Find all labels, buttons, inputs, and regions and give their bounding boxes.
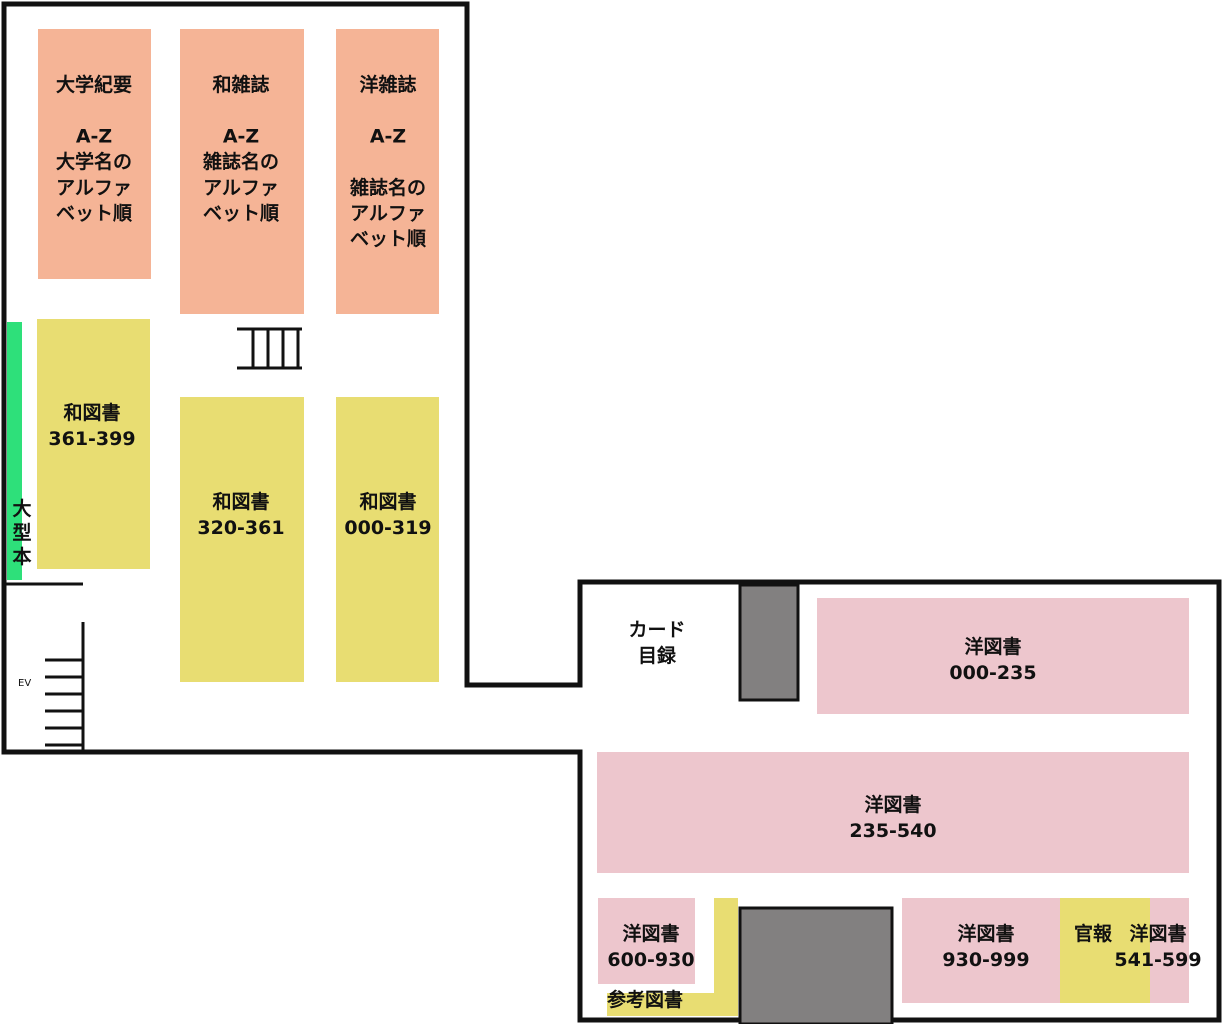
label-line: 洋図書 [622, 922, 679, 945]
gray-block-center [738, 906, 894, 1024]
label-jp-book-320-361: 和図書 320-361 [197, 490, 284, 539]
label-wb-600-930: 洋図書 600-930 [607, 922, 694, 971]
label-line: 930-999 [942, 949, 1029, 971]
label-line: 361-399 [48, 428, 135, 450]
label-line: ベット順 [203, 203, 280, 225]
label-line: 和図書 [359, 490, 416, 513]
label-line: ベット順 [350, 228, 427, 250]
label-line: 型 [12, 521, 31, 544]
label-line: 541-599 [1114, 949, 1201, 971]
shelf-reference [607, 898, 738, 1016]
label-wb-000-235: 洋図書 000-235 [949, 635, 1036, 684]
shelf-foreign-journal [336, 29, 439, 314]
label-line: カード [628, 619, 685, 641]
label-line: 洋図書 [964, 635, 1021, 658]
label-line: 洋図書 [864, 793, 921, 816]
shelf-wb-000-235 [817, 598, 1189, 714]
card-catalog-cabinet [738, 583, 800, 702]
label-ev: EV [18, 678, 31, 689]
label-univ-bulletin: 大学紀要 A-Z 大学名のアルファベット順 [56, 73, 133, 225]
label-line: 600-930 [607, 949, 694, 971]
shelf-wb-600-930 [598, 898, 695, 984]
label-line: アルファ [56, 177, 132, 199]
label-line: 和図書 [212, 490, 269, 513]
shelf-jp-book-361-399 [37, 319, 150, 569]
label-card-catalog: カード目録 [628, 619, 685, 667]
shelf-wb-235-540 [597, 752, 1189, 873]
label-line: 洋図書 [957, 922, 1014, 945]
label-line: 大 [12, 497, 31, 520]
shelf-oversize [7, 322, 22, 580]
label-line: 大学名の [56, 150, 132, 173]
label-line: アルファ [203, 177, 279, 199]
label-line: 000-235 [949, 662, 1036, 684]
label-line: 雑誌名の [202, 150, 279, 173]
stairs-icon [237, 327, 302, 370]
label-gazette: 官報 [1074, 922, 1113, 945]
label-jp-book-361-399: 和図書 361-399 [48, 401, 135, 450]
label-line: 320-361 [197, 517, 284, 539]
label-line: 本 [12, 545, 31, 568]
label-line: A-Z [370, 125, 406, 147]
label-line: 和図書 [63, 401, 120, 424]
label-line: アルファ [350, 203, 426, 225]
staircase-icon [45, 622, 85, 752]
shelf-gazette [1060, 898, 1150, 1003]
label-line: 目録 [638, 644, 677, 667]
label-line: 000-319 [344, 517, 431, 539]
label-oversize: 大型本 [12, 497, 31, 568]
label-wb-541-599: 洋図書 541-599 [1114, 922, 1201, 971]
label-line: A-Z [223, 125, 259, 147]
label-line: 和雑誌 [212, 73, 269, 96]
label-line: 洋雑誌 [359, 73, 416, 96]
label-jp-book-000-319: 和図書 000-319 [344, 490, 431, 539]
shelf-jp-book-320-361 [180, 397, 304, 682]
label-wb-235-540: 洋図書 235-540 [849, 793, 936, 842]
label-foreign-journal: 洋雑誌 A-Z 雑誌名のアルファベット順 [349, 73, 427, 250]
shelf-jp-journal [180, 29, 304, 314]
shelf-univ-bulletin [38, 29, 151, 279]
label-line: 洋図書 [1129, 922, 1186, 945]
label-line: 235-540 [849, 820, 936, 842]
label-reference: 参考図書 [607, 988, 683, 1011]
shelf-jp-book-000-319 [336, 397, 439, 682]
label-line: 雑誌名の [349, 176, 426, 199]
label-jp-journal: 和雑誌 A-Z 雑誌名のアルファベット順 [202, 73, 280, 225]
label-line: A-Z [76, 125, 112, 147]
label-line: ベット順 [56, 203, 133, 225]
label-wb-930-999: 洋図書 930-999 [942, 922, 1029, 971]
label-line: 大学紀要 [56, 73, 132, 96]
